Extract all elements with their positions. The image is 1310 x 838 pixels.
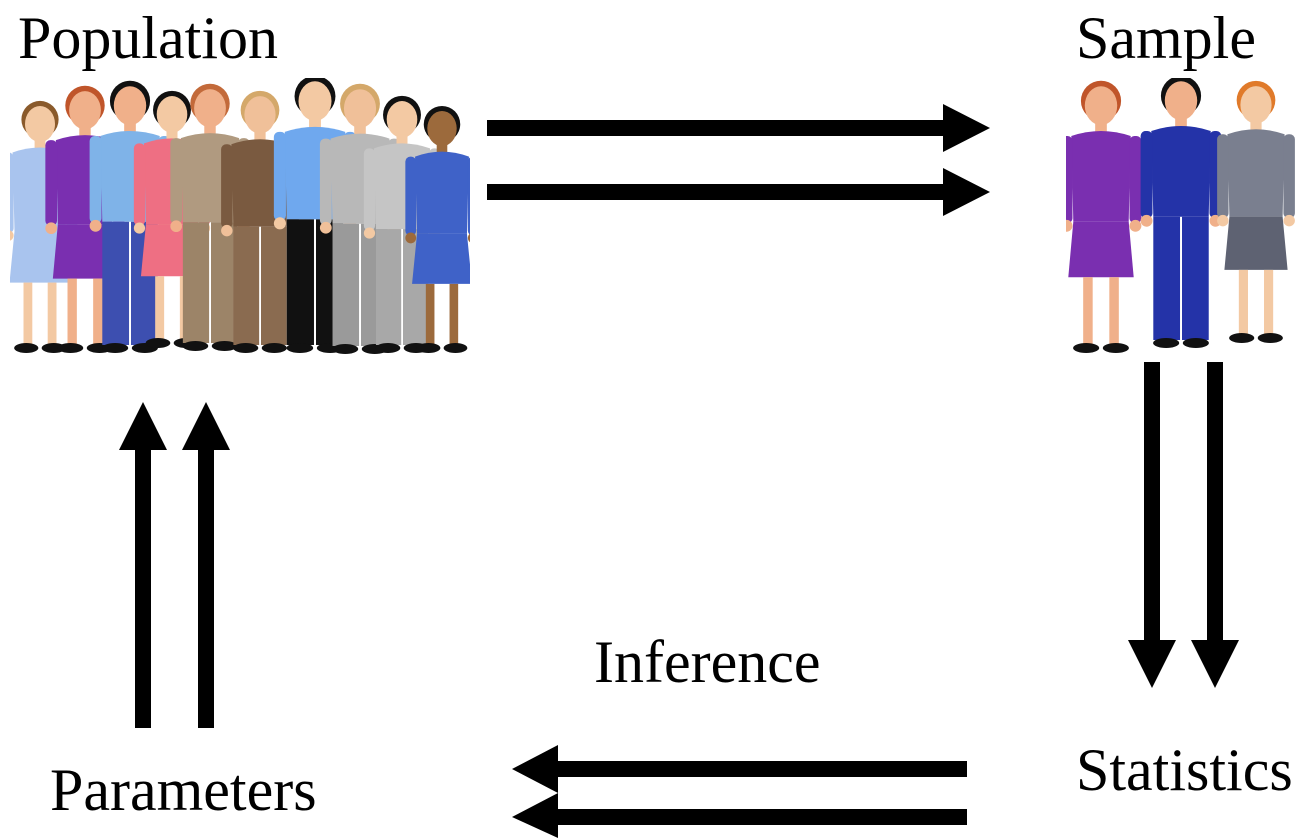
parameters-label: Parameters: [50, 757, 317, 823]
inference-label: Inference: [594, 629, 821, 695]
person-figure: [1066, 80, 1142, 353]
arrow-sample-to-statistics-1: [1128, 362, 1176, 688]
person-figure: [1140, 78, 1222, 348]
arrow-parameters-to-population-2: [182, 402, 230, 728]
person-figure: [1217, 80, 1295, 343]
population-label: Population: [18, 5, 279, 71]
person-figure: [405, 105, 470, 353]
arrow-parameters-to-population-1: [119, 402, 167, 728]
arrow-statistics-to-parameters-2: [512, 793, 967, 838]
population-crowd-icon: [10, 78, 470, 354]
sample-group-icon: [1066, 78, 1295, 353]
arrow-sample-to-statistics-2: [1191, 362, 1239, 688]
statistics-label: Statistics: [1076, 737, 1293, 803]
arrow-statistics-to-parameters-1: [512, 745, 967, 793]
arrow-population-to-sample-1: [487, 104, 990, 152]
arrow-population-to-sample-2: [487, 168, 990, 216]
sample-label: Sample: [1076, 5, 1256, 71]
